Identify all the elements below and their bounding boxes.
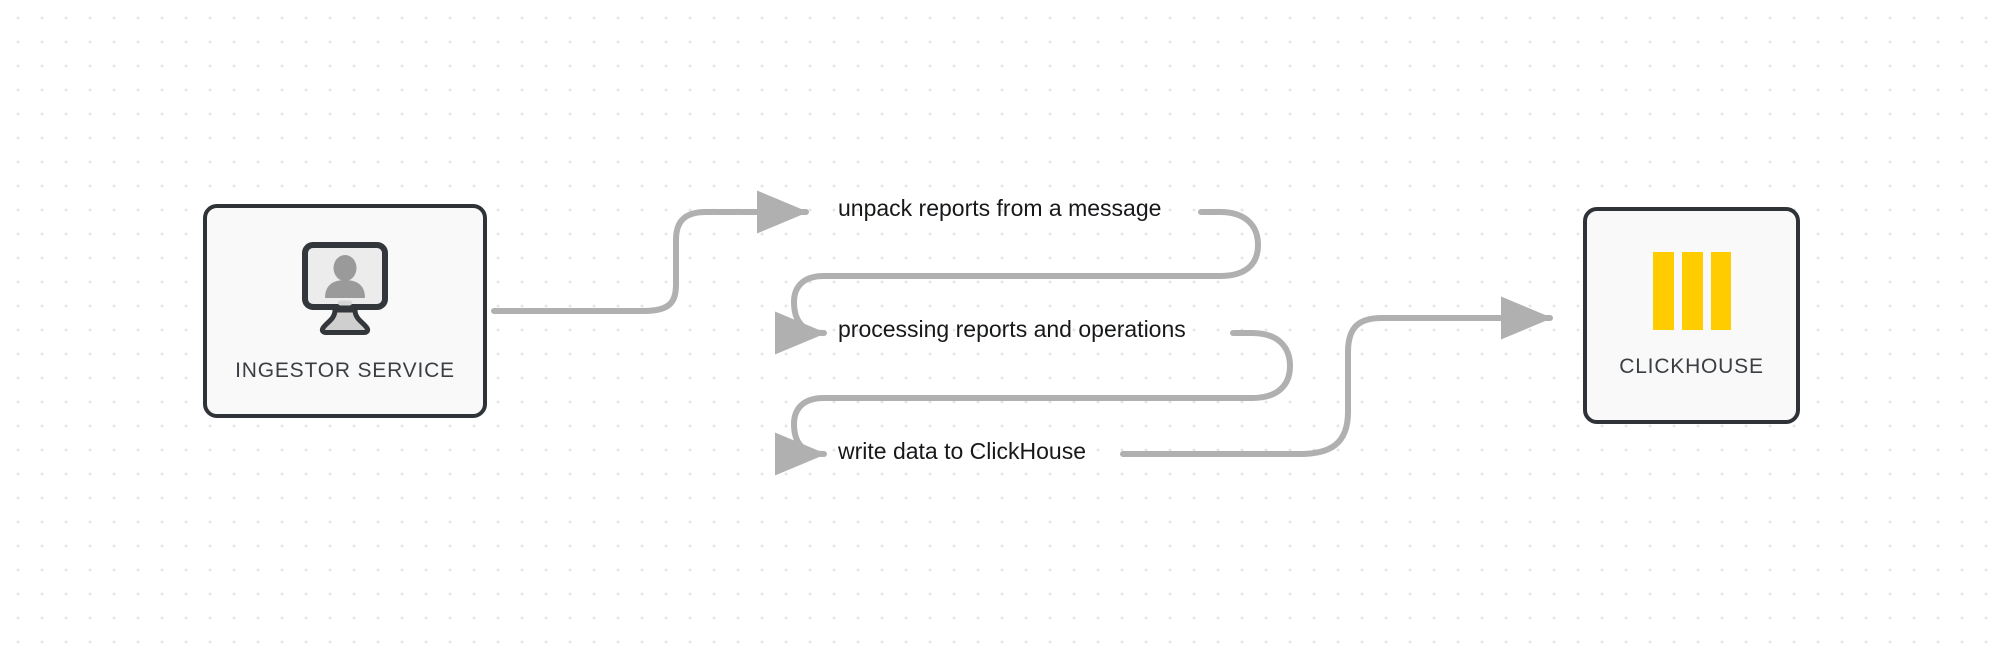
edge-path-write xyxy=(774,330,1293,476)
edge-path-to-clickhouse xyxy=(1120,296,1553,457)
edge-label-process: processing reports and operations xyxy=(838,316,1186,342)
edge-label-write: write data to ClickHouse xyxy=(838,438,1086,464)
clickhouse-bars-icon xyxy=(1649,252,1735,335)
node-ingestor-service-label: INGESTOR SERVICE xyxy=(235,358,455,382)
edge-path-unpack xyxy=(491,190,809,314)
node-clickhouse[interactable]: CLICKHOUSE xyxy=(1583,207,1800,424)
node-clickhouse-label: CLICKHOUSE xyxy=(1619,355,1764,378)
edge-label-unpack: unpack reports from a message xyxy=(838,195,1162,221)
node-ingestor-service[interactable]: INGESTOR SERVICE xyxy=(203,204,487,418)
monitor-user-icon xyxy=(289,240,401,341)
edge-path-process xyxy=(774,209,1261,355)
